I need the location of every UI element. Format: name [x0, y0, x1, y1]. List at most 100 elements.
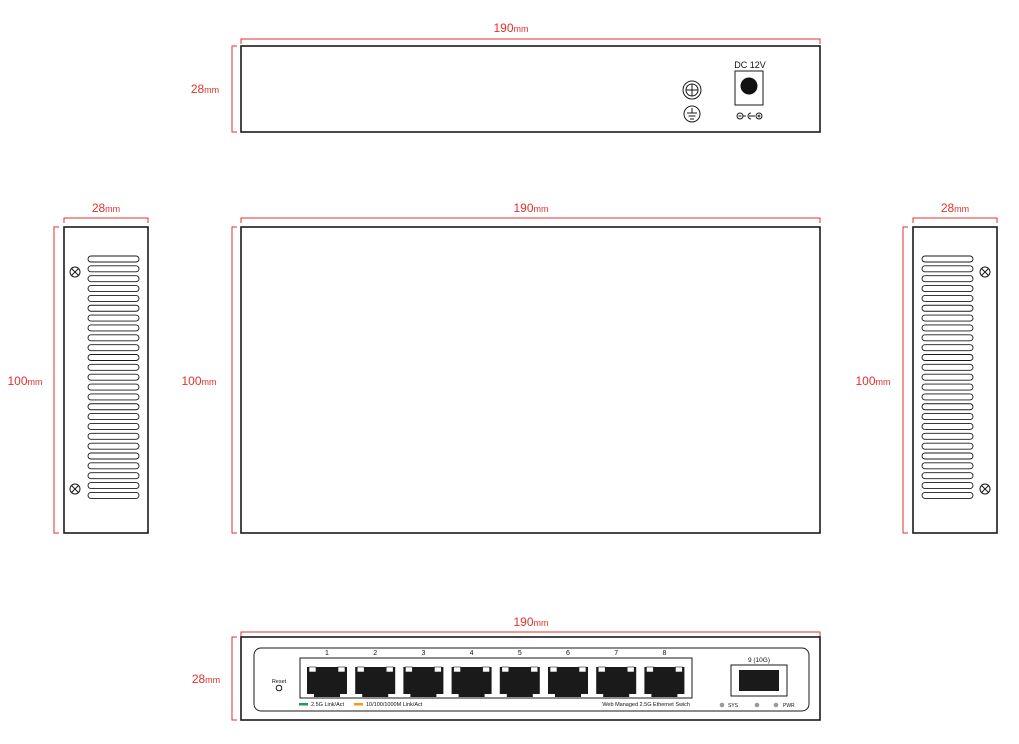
link-led	[308, 666, 317, 673]
right-depth-dimension-line	[902, 226, 908, 534]
link-led	[626, 666, 635, 673]
vent-slot	[921, 294, 974, 302]
left-side-view: 28mm 100mm	[7, 201, 149, 534]
vent-slot	[87, 373, 140, 381]
top-width-dimension-line	[240, 217, 821, 223]
top-depth-label: 100mm	[181, 374, 216, 388]
vent-slot	[87, 304, 140, 312]
vent-slot	[87, 354, 140, 361]
rj45-port	[355, 666, 396, 697]
sys-led-label: SYS	[728, 703, 739, 709]
vent-slot	[87, 472, 140, 480]
vent-slot	[87, 314, 140, 322]
link-led	[337, 666, 346, 673]
screw-icon	[979, 266, 991, 278]
right-width-dimension-line	[912, 217, 998, 223]
left-width-label: 28mm	[92, 201, 120, 215]
rj45-port	[499, 666, 540, 697]
link-led	[356, 666, 365, 673]
vent-slot	[87, 413, 140, 421]
vent-slot	[921, 403, 974, 411]
reset-label: Reset	[272, 679, 287, 685]
left-vent-slots	[87, 255, 140, 499]
screw-icon	[69, 483, 81, 495]
vent-slot	[87, 265, 140, 273]
vent-slot	[921, 354, 974, 361]
vent-slot	[921, 344, 974, 352]
vent-slot	[921, 442, 974, 450]
port-number-label: 8	[662, 650, 666, 657]
vent-slot	[87, 324, 140, 332]
vent-slot	[921, 383, 974, 391]
front-height-label: 28mm	[192, 672, 220, 686]
earth-ground-icon	[683, 105, 701, 123]
vent-slot	[87, 482, 140, 489]
legend-label: 10/100/1000M Link/Act	[366, 702, 423, 708]
vent-slot	[921, 285, 974, 292]
vent-slot	[87, 294, 140, 302]
port-number-label: 7	[614, 650, 618, 657]
left-width-dimension-line	[63, 217, 149, 223]
vent-slot	[87, 432, 140, 440]
vent-slot	[921, 373, 974, 381]
ground-screw-icon	[682, 80, 702, 100]
vent-slot	[921, 462, 974, 470]
legend-orange-swatch	[354, 703, 363, 706]
front-bezel	[253, 647, 810, 712]
vent-slot	[921, 472, 974, 480]
sfp-port-label: 9 (10G)	[748, 657, 770, 664]
rear-view: 190mm 28mm DC 12V	[191, 21, 821, 133]
vent-slot	[87, 275, 140, 283]
vent-slot	[87, 452, 140, 460]
vent-slot	[921, 482, 974, 489]
model-label: Web Managed 2.5G Ethernet Swich	[602, 702, 690, 708]
vent-slot	[921, 334, 974, 342]
reset-button	[275, 684, 283, 692]
rear-panel-outline	[240, 45, 821, 133]
vent-slot	[87, 491, 140, 499]
legend-green-swatch	[299, 703, 308, 706]
vent-slot	[921, 413, 974, 421]
vent-slot	[87, 423, 140, 430]
screw-icon	[69, 266, 81, 278]
link-led	[597, 666, 606, 673]
front-height-dimension-line	[231, 636, 237, 721]
link-led	[646, 666, 654, 673]
top-view: 190mm 100mm	[181, 201, 821, 534]
vent-slot	[921, 432, 974, 440]
vent-slot	[921, 304, 974, 312]
sys-led	[719, 702, 725, 708]
vent-slot	[87, 383, 140, 391]
vent-slot	[921, 393, 974, 401]
vent-slot	[921, 491, 974, 499]
vent-slot	[921, 275, 974, 283]
rj45-port	[307, 666, 347, 697]
vent-slot	[87, 334, 140, 342]
dc-jack-icon	[740, 77, 758, 95]
vent-slot	[921, 363, 974, 371]
front-width-label: 190mm	[513, 615, 548, 629]
front-width-dimension-line	[240, 631, 821, 637]
link-led	[530, 666, 539, 673]
link-led	[675, 666, 683, 673]
link-led	[549, 666, 558, 673]
rj45-port	[451, 666, 492, 697]
vent-slot	[87, 442, 140, 450]
link-led	[453, 666, 461, 673]
port-number-label: 1	[325, 650, 329, 657]
link-led	[482, 666, 490, 673]
port-number-label: 2	[373, 650, 377, 657]
right-depth-label: 100mm	[855, 374, 890, 388]
port-number-label: 6	[566, 650, 570, 657]
left-depth-dimension-line	[53, 226, 59, 534]
sfp-port	[739, 670, 779, 691]
dc-polarity-icon	[736, 112, 763, 120]
vent-slot	[921, 255, 974, 263]
port-number-label: 4	[470, 650, 474, 657]
screw-icon	[979, 483, 991, 495]
rear-width-dimension-line	[240, 38, 821, 44]
right-width-label: 28mm	[941, 201, 969, 215]
rj45-port	[403, 666, 444, 697]
